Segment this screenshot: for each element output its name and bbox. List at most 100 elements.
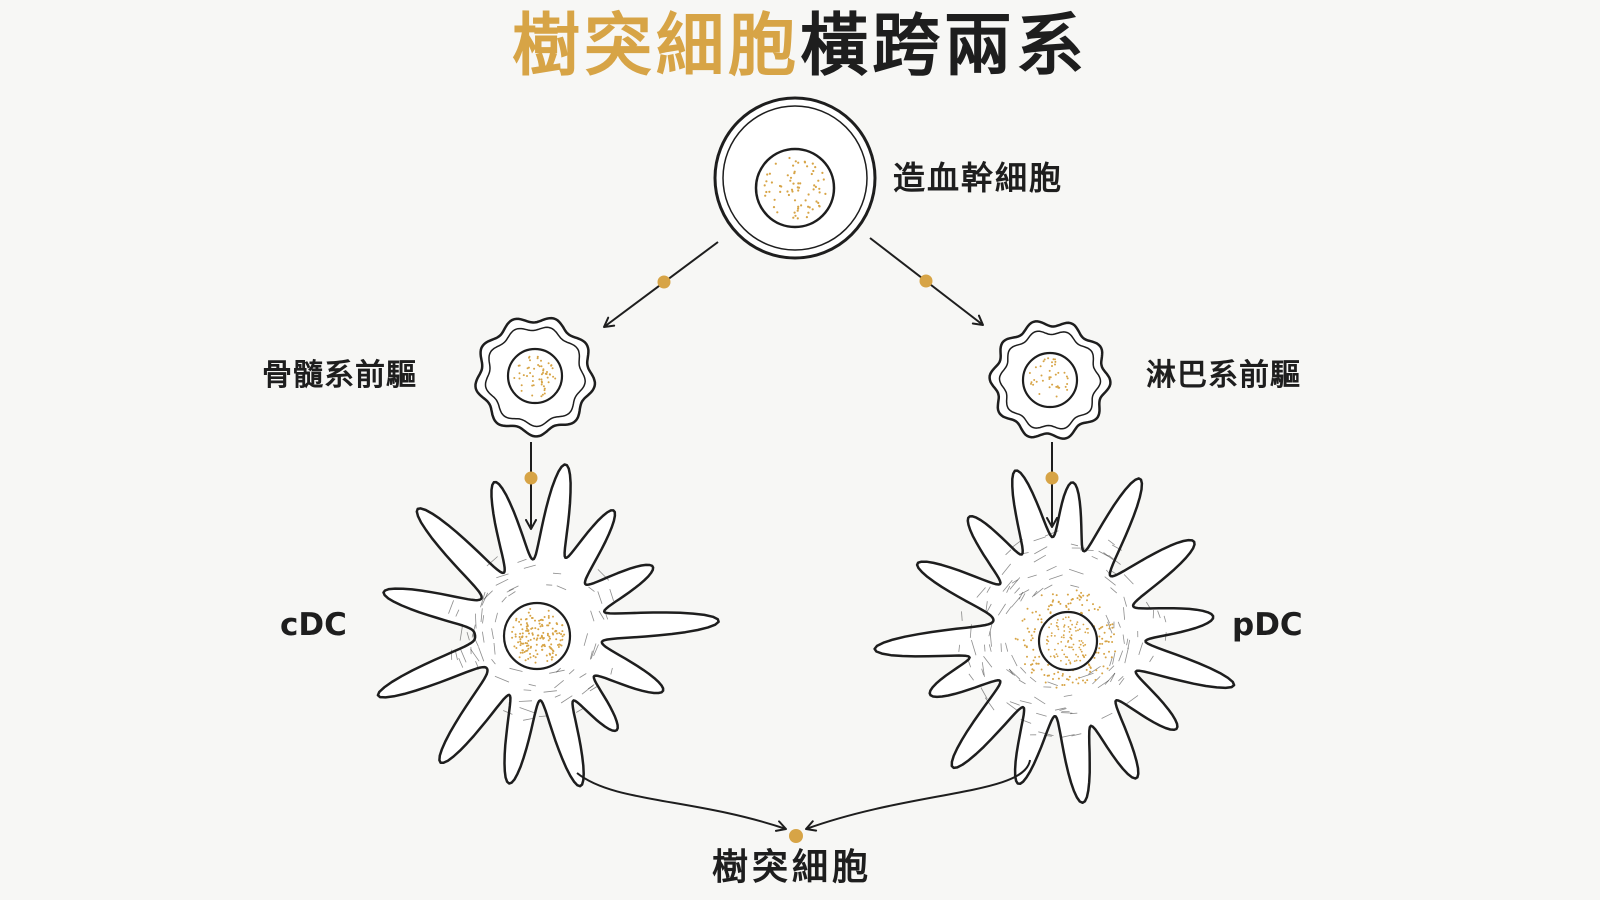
granule-dot [1060,659,1062,662]
cytoplasm-stroke [589,686,598,692]
granule-dot [535,643,538,646]
granule-dot [814,185,818,188]
granule-dot [544,372,547,375]
granule-dot [1080,640,1083,642]
cytoplasm-stroke [448,600,454,614]
granule-dot [1098,635,1101,638]
label-hsc: 造血幹細胞 [893,159,1064,197]
cytoplasm-stroke [454,649,458,661]
granule-dot [540,359,542,362]
granule-dot [1082,594,1085,597]
granule-dot [527,611,530,614]
cytoplasm-stroke [554,694,561,698]
cytoplasm-stroke [1014,587,1020,594]
cytoplasm-stroke [1029,676,1037,683]
granule-dot [774,162,777,165]
granule-dot [1048,386,1051,389]
granule-dot [551,632,554,635]
granule-dot [1104,640,1107,643]
granule-dot [543,645,546,648]
granule-dot [525,645,528,647]
granule-dot [1022,639,1025,642]
cytoplasm-stroke [1107,539,1115,546]
granule-dot [1054,648,1056,651]
cytoplasm-stroke [1054,707,1066,711]
cytoplasm-stroke [1020,593,1026,602]
granule-dot [1075,659,1078,662]
granule-dot [521,636,524,639]
label-myeloid-progenitor: 骨髓系前驅 [262,358,417,393]
cytoplasm-stroke [590,610,595,622]
cytoplasm-stroke [1011,579,1019,584]
granule-dot [1082,679,1084,682]
granule-dot [540,378,543,381]
granule-dot [520,623,522,626]
arrow-dots [524,274,1059,843]
cytoplasm-stroke [523,718,533,721]
granule-dot [524,642,527,644]
granule-dot [1065,663,1068,666]
granule-dot [1097,608,1099,611]
cytoplasm-stroke [958,644,960,652]
granule-dot [526,625,529,627]
granule-dot [1107,640,1110,643]
granule-dot [522,642,525,645]
granule-dot [1051,361,1053,364]
cytoplasm-stroke [1105,614,1110,624]
granule-dot [1023,644,1026,647]
hsc-inner-membrane [722,105,868,251]
granule-dot [1068,659,1070,662]
granule-dot [540,365,543,368]
cytoplasm-stroke [471,624,476,638]
granule-dot [1070,634,1073,637]
granule-dot [773,198,776,201]
cytoplasm-stroke [1033,587,1044,597]
granule-dot [1026,627,1029,630]
granule-dot [1033,630,1036,633]
cytoplasm-stroke [1123,574,1134,585]
granule-dot [515,619,518,622]
cytoplasm-stroke [1009,669,1014,675]
granule-dot [1070,598,1073,601]
granule-dot [810,172,813,176]
granule-dot [1031,637,1034,640]
granule-dot [1047,648,1050,651]
granule-dot [533,367,536,370]
cytoplasm-stroke [518,700,533,702]
granule-dot [794,160,797,163]
granule-dot [1066,383,1069,385]
granule-dot [1101,637,1104,640]
granule-dot [554,377,557,380]
cytoplasm-stroke [1104,576,1116,586]
granule-dot [551,652,554,655]
granule-dot [552,375,555,378]
granule-dot [1062,634,1065,637]
myeloid-nucleus [506,347,564,405]
granule-dot [794,214,797,217]
cytoplasm-stroke [984,697,995,711]
cytoplasm-stroke [523,564,536,569]
granule-dot [1030,639,1033,642]
cytoplasm-stroke [1027,574,1037,579]
cytoplasm-stroke [593,644,599,657]
granule-dot [806,165,809,168]
granule-dot [529,372,532,374]
cytoplasm-stroke [1145,601,1152,611]
cytoplasm-stroke [609,588,614,602]
granule-dot [561,635,564,638]
granule-dot [1103,631,1106,634]
granule-dot [517,364,520,367]
granule-dot [511,636,514,639]
granule-dot [1049,655,1052,658]
granule-dot [803,161,807,164]
granule-dot [1075,678,1078,681]
granule-dot [1030,634,1033,637]
cytoplasm-stroke [980,687,988,700]
granule-dot [1063,626,1065,628]
granule-dot [1041,379,1044,382]
cytoplasm-stroke [1112,652,1116,665]
cytoplasm-stroke [604,610,609,620]
granule-dot [1054,373,1057,376]
granule-dot [1067,640,1070,642]
